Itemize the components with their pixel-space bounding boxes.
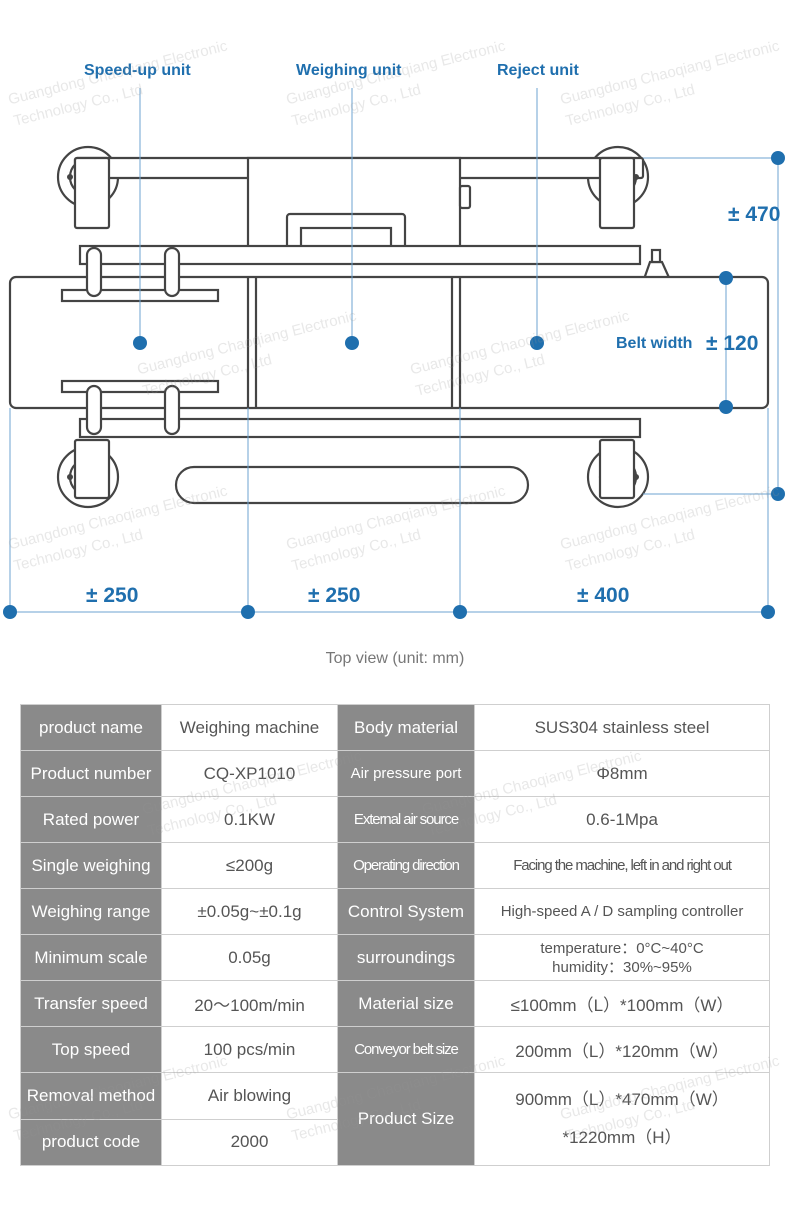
reject-unit-label: Reject unit xyxy=(497,62,579,79)
belt-width-label: Belt width xyxy=(616,335,693,352)
spec-value: 20～100m/min xyxy=(161,980,338,1027)
top-view-diagram: Speed-up unit Weighing unit Reject unit … xyxy=(3,62,785,667)
weighing-length-dimension: ± 250 xyxy=(308,584,361,607)
spec-key: surroundings xyxy=(337,934,475,981)
belt-width-dimension: ± 120 xyxy=(706,332,759,355)
spec-key: Product Size xyxy=(337,1072,475,1166)
table-row: product name Weighing machine Body mater… xyxy=(20,704,770,751)
spec-key: Product number xyxy=(20,750,162,797)
spec-key: Weighing range xyxy=(20,888,162,935)
spec-value: Air blowing xyxy=(161,1072,338,1120)
spec-value: 0.1KW xyxy=(161,796,338,843)
spec-value: temperature：0°C~40°C humidity：30%~95% xyxy=(474,934,770,981)
table-row: Rated power 0.1KW External air source 0.… xyxy=(20,796,770,843)
spec-value: SUS304 stainless steel xyxy=(474,704,770,751)
spec-value: 200mm（L）*120mm（W） xyxy=(474,1026,770,1073)
spec-value: ±0.05g~±0.1g xyxy=(161,888,338,935)
spec-value: Facing the machine, left in and right ou… xyxy=(474,842,770,889)
spec-key: Control System xyxy=(337,888,475,935)
speed-up-unit-label: Speed-up unit xyxy=(84,62,191,79)
temperature-range: temperature：0°C~40°C xyxy=(540,939,704,957)
spec-value: Weighing machine xyxy=(161,704,338,751)
spec-key: product code xyxy=(20,1118,162,1166)
machine-drawing xyxy=(3,88,785,619)
diagram-caption: Top view (unit: mm) xyxy=(325,650,465,667)
spec-table: product name Weighing machine Body mater… xyxy=(20,704,770,1166)
spec-key: Conveyor belt size xyxy=(337,1026,475,1073)
table-row: Top speed 100 pcs/min Conveyor belt size… xyxy=(20,1026,770,1073)
spec-key: Operating direction xyxy=(337,842,475,889)
spec-key: Air pressure port xyxy=(337,750,475,797)
weighing-unit-label: Weighing unit xyxy=(296,62,402,79)
spec-value: High-speed A / D sampling controller xyxy=(474,888,770,935)
spec-value: Φ8mm xyxy=(474,750,770,797)
table-row: Minimum scale 0.05g surroundings tempera… xyxy=(20,934,770,981)
product-size-line-1: 900mm（L）*470mm（W） xyxy=(515,1090,729,1109)
table-row: Removal method Air blowing Product Size … xyxy=(20,1072,770,1166)
spec-value: ≤200g xyxy=(161,842,338,889)
height-dimension: ± 470 xyxy=(728,203,781,226)
spec-key: Body material xyxy=(337,704,475,751)
spec-key: Rated power xyxy=(20,796,162,843)
speed-up-length-dimension: ± 250 xyxy=(86,584,139,607)
spec-key: Minimum scale xyxy=(20,934,162,981)
spec-key: Material size xyxy=(337,980,475,1027)
spec-value: 900mm（L）*470mm（W） *1220mm（H） xyxy=(474,1072,770,1166)
spec-value: 2000 xyxy=(161,1118,338,1166)
spec-key: Top speed xyxy=(20,1026,162,1073)
spec-value: 0.6-1Mpa xyxy=(474,796,770,843)
table-row: Transfer speed 20～100m/min Material size… xyxy=(20,980,770,1027)
spec-key: Transfer speed xyxy=(20,980,162,1027)
table-row: Weighing range ±0.05g~±0.1g Control Syst… xyxy=(20,888,770,935)
reject-length-dimension: ± 400 xyxy=(577,584,630,607)
humidity-range: humidity：30%~95% xyxy=(552,958,692,976)
table-row: product code 2000 xyxy=(20,1118,770,1166)
product-size-line-2: *1220mm（H） xyxy=(562,1128,682,1147)
spec-value: 100 pcs/min xyxy=(161,1026,338,1073)
spec-key: External air source xyxy=(337,796,475,843)
spec-value: CQ-XP1010 xyxy=(161,750,338,797)
spec-value: ≤100mm（L）*100mm（W） xyxy=(474,980,770,1027)
table-row: Product number CQ-XP1010 Air pressure po… xyxy=(20,750,770,797)
spec-value: 0.05g xyxy=(161,934,338,981)
spec-key: Single weighing xyxy=(20,842,162,889)
table-row: Single weighing ≤200g Operating directio… xyxy=(20,842,770,889)
spec-key: Removal method xyxy=(20,1072,162,1120)
spec-key: product name xyxy=(20,704,162,751)
